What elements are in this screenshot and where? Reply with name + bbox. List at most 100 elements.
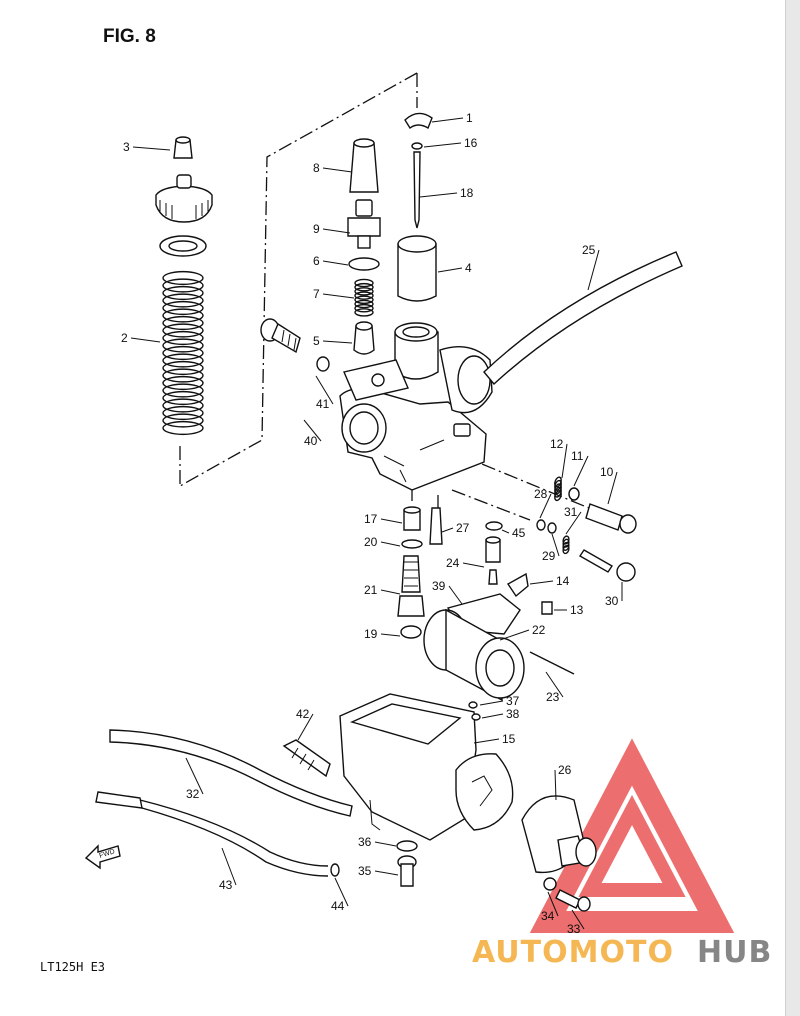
callout-label-41: 41 (316, 397, 330, 411)
callout-label-33: 33 (567, 922, 581, 936)
part-9-nut (347, 199, 381, 249)
spring7-coil (354, 282, 374, 292)
callout-leader-2 (130, 337, 161, 343)
part-32-hose (109, 729, 353, 817)
callout-leader-41 (315, 375, 334, 405)
spring2-coil (162, 420, 204, 436)
callout-leader-21 (380, 589, 401, 595)
callout-leader-37 (479, 700, 504, 706)
part-15-float-bowl (339, 693, 514, 841)
callout-leader-26 (554, 769, 557, 801)
callout-label-32: 32 (186, 787, 200, 801)
callout-label-8: 8 (313, 161, 320, 175)
spring2-coil (162, 323, 204, 338)
part-12-spring (554, 476, 562, 502)
callout-label-40: 40 (304, 434, 318, 448)
spring2-coil (162, 345, 204, 361)
part-11-ring (568, 487, 580, 501)
watermark-triangle-inner (578, 794, 686, 897)
part-43-hose-b (141, 807, 329, 877)
spring2-coil (162, 300, 204, 316)
callout-leader-5 (322, 340, 353, 344)
fwd-arrow: FWD (84, 844, 121, 870)
callout-leader-22 (499, 629, 530, 641)
part-2-spring (162, 270, 204, 436)
part-24-valve (485, 536, 501, 585)
callout-label-28: 28 (534, 487, 548, 501)
callout-leader-12 (561, 443, 568, 479)
watermark-text-a: AUTOMOTO (472, 935, 674, 970)
callout-label-36: 36 (358, 835, 372, 849)
spring7-coil (354, 295, 374, 305)
spring2-coil (162, 398, 204, 413)
spring2-coil (162, 315, 204, 331)
callout-label-44: 44 (331, 899, 345, 913)
part-43-hose (139, 799, 329, 867)
callout-label-20: 20 (364, 535, 378, 549)
callout-label-7: 7 (313, 287, 320, 301)
part-40-41-screw (260, 318, 330, 372)
callout-label-37: 37 (506, 694, 520, 708)
part-16-ring (411, 142, 423, 150)
callout-leader-10 (607, 471, 618, 505)
callout-label-29: 29 (542, 549, 556, 563)
callout-leader-17 (380, 518, 403, 524)
spring2-coil (162, 330, 204, 346)
callout-label-17: 17 (364, 512, 378, 526)
callout-leader-24 (462, 562, 485, 568)
callout-label-15: 15 (502, 732, 516, 746)
callout-leader-34 (547, 891, 559, 917)
assembly-dash-outline (179, 72, 418, 487)
part-20-ring (401, 539, 423, 549)
part-18-needle (413, 151, 421, 229)
callout-leader-42 (297, 713, 314, 741)
callout-leader-8 (322, 167, 353, 173)
part-33-screw (555, 889, 591, 912)
callout-label-38: 38 (506, 707, 520, 721)
part-42-drain-screw (282, 739, 331, 778)
part-19-plug (400, 625, 422, 639)
figure-title: FIG. 8 (103, 26, 156, 47)
callout-label-39: 39 (432, 579, 446, 593)
spring7-coil (354, 287, 374, 296)
part-10-screw (585, 503, 637, 534)
callout-leader-19 (380, 633, 401, 637)
spring2-coil (162, 360, 204, 376)
spring7-coil (354, 299, 374, 309)
part-top-cover (155, 174, 213, 223)
part-43-hose-end (95, 791, 143, 809)
dash-idle-screw (459, 454, 607, 516)
spring2-coil (162, 368, 204, 383)
part-4-throttle-valve (397, 235, 437, 302)
watermark-text: AUTOMOTO HUB (472, 935, 771, 970)
callout-leader-36 (374, 841, 397, 847)
callout-leader-16 (423, 142, 462, 148)
part-13-screw (541, 601, 553, 615)
part-30-pilot-screw (579, 549, 636, 582)
callout-leader-3 (132, 146, 171, 151)
part-44-clip (330, 863, 340, 877)
part-22-float (423, 608, 525, 702)
callout-leader-14 (529, 580, 554, 585)
callout-label-3: 3 (123, 140, 130, 154)
callout-leader-44 (334, 877, 349, 907)
spring2-coil (162, 308, 204, 323)
callout-leader-39 (448, 585, 463, 605)
spring7-coil (354, 291, 374, 300)
callout-label-43: 43 (219, 878, 233, 892)
callout-label-34: 34 (541, 909, 555, 923)
spring2-coil (162, 375, 204, 391)
callout-label-35: 35 (358, 864, 372, 878)
callout-label-5: 5 (313, 334, 320, 348)
part-38-ring (471, 713, 481, 721)
callout-label-45: 45 (512, 526, 526, 540)
callout-leader-28 (539, 493, 552, 519)
callout-leader-33 (571, 909, 585, 930)
callout-leader-20 (380, 541, 401, 547)
dash-pilot-screw (451, 489, 531, 521)
spring7-coil (354, 278, 374, 288)
part-23-pin (529, 651, 575, 675)
part-45-ring (485, 521, 503, 531)
callout-leader-45 (501, 529, 510, 534)
